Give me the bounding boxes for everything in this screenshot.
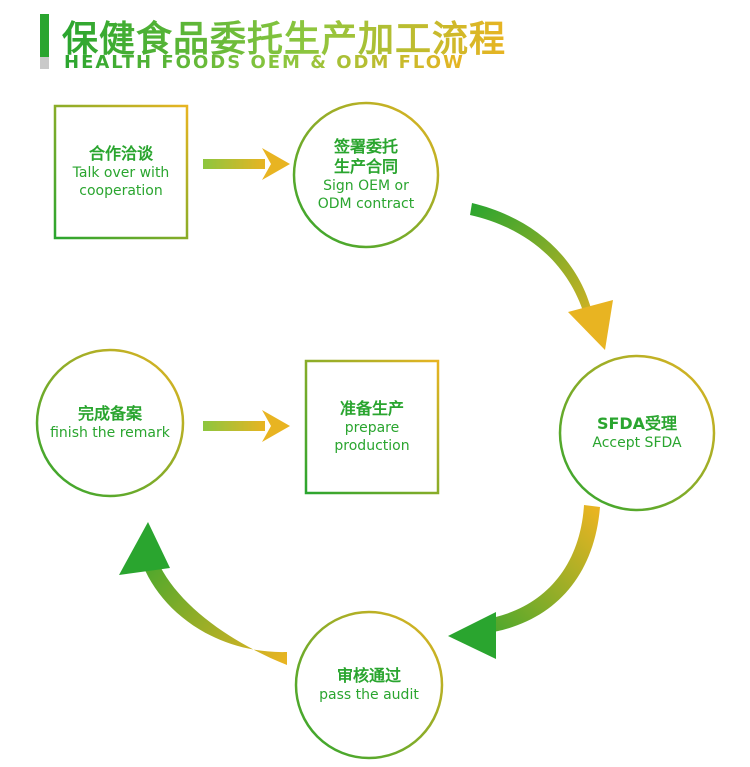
step-2-en-line-1: Sign OEM or — [323, 178, 409, 194]
curved-arrow-4-to-5 — [119, 522, 287, 665]
step-finish-remark: 完成备案 finish the remark — [37, 350, 183, 496]
step-talk-over: 合作洽谈 Talk over with cooperation — [55, 106, 187, 238]
step-2-en-line-2: ODM contract — [317, 196, 415, 212]
title-accent-bar — [40, 14, 49, 57]
step-accept-sfda: SFDA受理 Accept SFDA — [560, 356, 714, 510]
step-4-circle — [294, 610, 444, 760]
step-3-circle — [558, 354, 716, 512]
arrow-5-to-6 — [203, 410, 290, 442]
step-6-cn-label: 准备生产 — [339, 399, 404, 418]
curved-arrow-2-to-3 — [470, 203, 613, 350]
step-1-en-line-1: Talk over with — [72, 165, 170, 181]
step-pass-audit: 审核通过 pass the audit — [296, 612, 442, 758]
step-1-cn-label: 合作洽谈 — [88, 144, 153, 163]
step-5-en-label: finish the remark — [50, 425, 170, 441]
step-2-cn-line-2: 生产合同 — [333, 157, 398, 176]
step-5-cn-label: 完成备案 — [77, 404, 142, 423]
page-subtitle: HEALTH FOODS OEM & ODM FLOW — [64, 52, 465, 73]
step-3-cn-label: SFDA受理 — [596, 414, 678, 433]
step-4-cn-label: 审核通过 — [336, 666, 401, 685]
page-title: 保健食品委托生产加工流程 — [62, 10, 506, 62]
step-sign-contract: 签署委托 生产合同 Sign OEM or ODM contract — [294, 103, 438, 247]
subtitle-accent-bar — [40, 57, 49, 69]
step-5-circle — [35, 348, 185, 498]
step-2-circle — [292, 101, 440, 249]
step-6-en-line-1: prepare — [344, 420, 400, 436]
step-6-en-line-2: production — [334, 438, 410, 454]
arrow-1-to-2 — [203, 148, 290, 180]
step-1-en-line-2: cooperation — [79, 183, 163, 199]
step-6-box — [304, 359, 440, 495]
curved-arrow-3-to-4 — [448, 505, 600, 659]
step-prepare-production: 准备生产 prepare production — [306, 361, 438, 493]
step-1-box — [53, 104, 189, 240]
step-3-en-label: Accept SFDA — [592, 435, 682, 451]
step-2-cn-line-1: 签署委托 — [333, 137, 398, 156]
step-4-en-label: pass the audit — [319, 687, 419, 703]
